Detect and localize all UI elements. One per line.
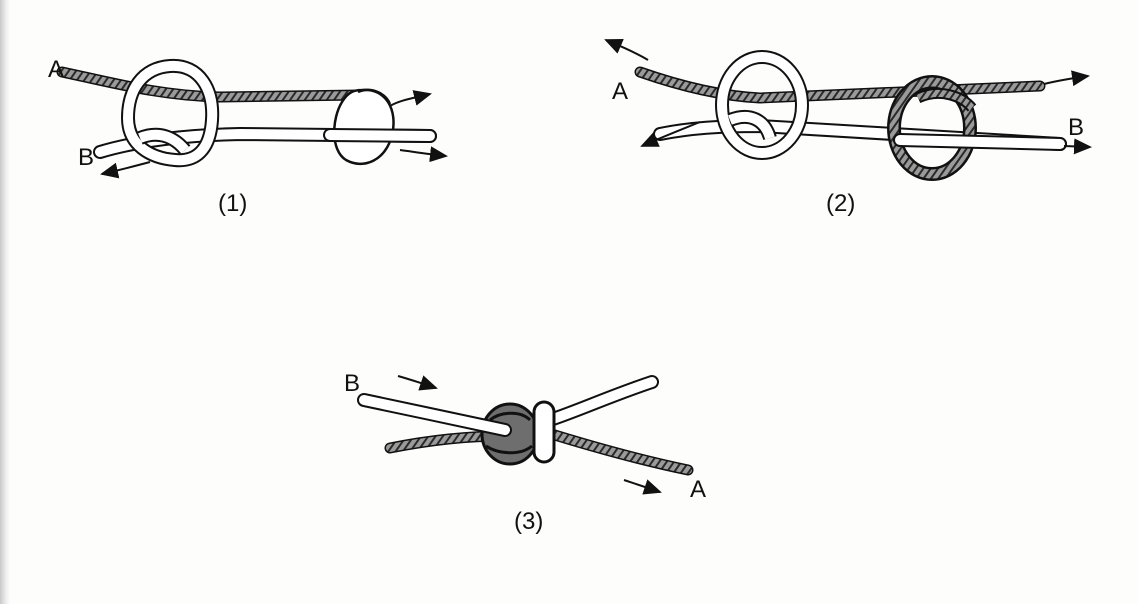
step-2-arrow-right	[1063, 138, 1092, 155]
step-2-arrow-up-right	[1043, 70, 1090, 87]
step-1-label-b: B	[78, 144, 95, 171]
step-2-figure	[604, 38, 1092, 181]
step-2-caption: (2)	[826, 190, 856, 217]
step-3-figure	[357, 375, 694, 495]
step-2-label-b: B	[1068, 114, 1085, 141]
step-1-right-loop	[333, 88, 395, 166]
step-3-label-b: B	[344, 370, 361, 397]
step-2-arrow-left	[640, 121, 701, 147]
step-2-left-loop	[715, 50, 809, 160]
step-3-collar	[532, 400, 556, 464]
step-1-left-loop	[120, 58, 220, 168]
step-2-label-a: A	[612, 78, 629, 105]
step-2-arrow-up-left	[604, 38, 649, 61]
step-3-arrow-a	[623, 479, 662, 495]
step-1-arrow-up-right	[389, 90, 432, 107]
step-3-rope-b	[357, 375, 659, 437]
step-1-figure	[56, 58, 448, 179]
step-1-label-a: A	[48, 56, 65, 83]
step-2-right-loop	[887, 75, 977, 181]
step-2-rope-a	[634, 66, 1046, 104]
step-1-caption: (1)	[218, 190, 248, 217]
step-3-caption: (3)	[514, 508, 544, 535]
step-3-arrow-b	[397, 375, 438, 391]
step-1-arrow-right	[399, 146, 448, 163]
step-3-rope-a	[384, 426, 694, 476]
step-3-label-a: A	[690, 476, 707, 503]
step-1-arrow-left	[100, 161, 151, 179]
scan-edge	[0, 0, 10, 604]
